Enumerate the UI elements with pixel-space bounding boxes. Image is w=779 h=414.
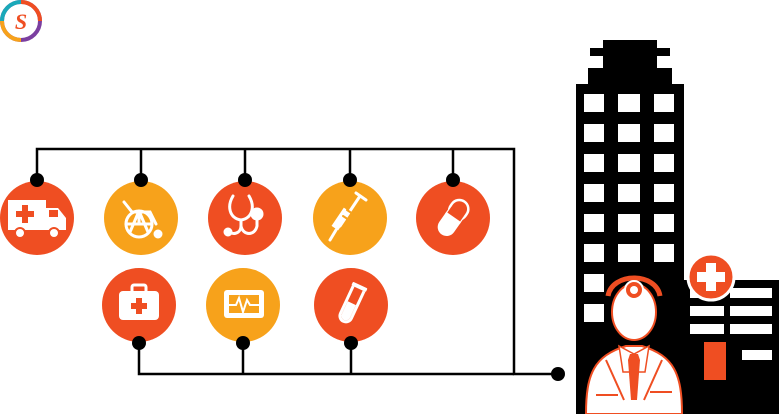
first-aid-kit-icon [119,283,159,320]
hospital-door [704,342,726,380]
node-test-tube [314,268,388,350]
logo-letter: S [15,9,27,34]
node-heart-monitor [206,268,280,350]
connector-dot [132,336,146,350]
bottom-bus-line [137,343,514,376]
doctor-icon [584,275,684,414]
connector-dot [236,336,250,350]
connector-dot [134,173,148,187]
building-windows [584,94,674,322]
node-pill-capsule [416,173,490,255]
heart-monitor-icon [224,290,264,318]
stethoscope-icon [223,194,264,237]
top-bus-line [35,147,558,376]
node-ambulance [0,173,74,255]
connector-dot [30,173,44,187]
syringe-icon [328,191,368,242]
connector-dot [238,173,252,187]
node-stethoscope [208,173,282,255]
hospital-cross-icon [686,252,736,302]
test-tube-icon [338,282,368,324]
node-syringe [313,173,387,255]
wheelchair-icon [122,200,163,239]
connector-dot [343,173,357,187]
connector-dot [446,173,460,187]
node-wheelchair [104,173,178,255]
brand-logo: S [0,0,42,42]
node-first-aid-kit [102,268,176,350]
ambulance-icon [8,200,66,239]
connector-dot [344,336,358,350]
connector-lines [35,147,558,376]
hub-connector-dot [551,367,565,381]
pill-capsule-icon [437,198,470,237]
